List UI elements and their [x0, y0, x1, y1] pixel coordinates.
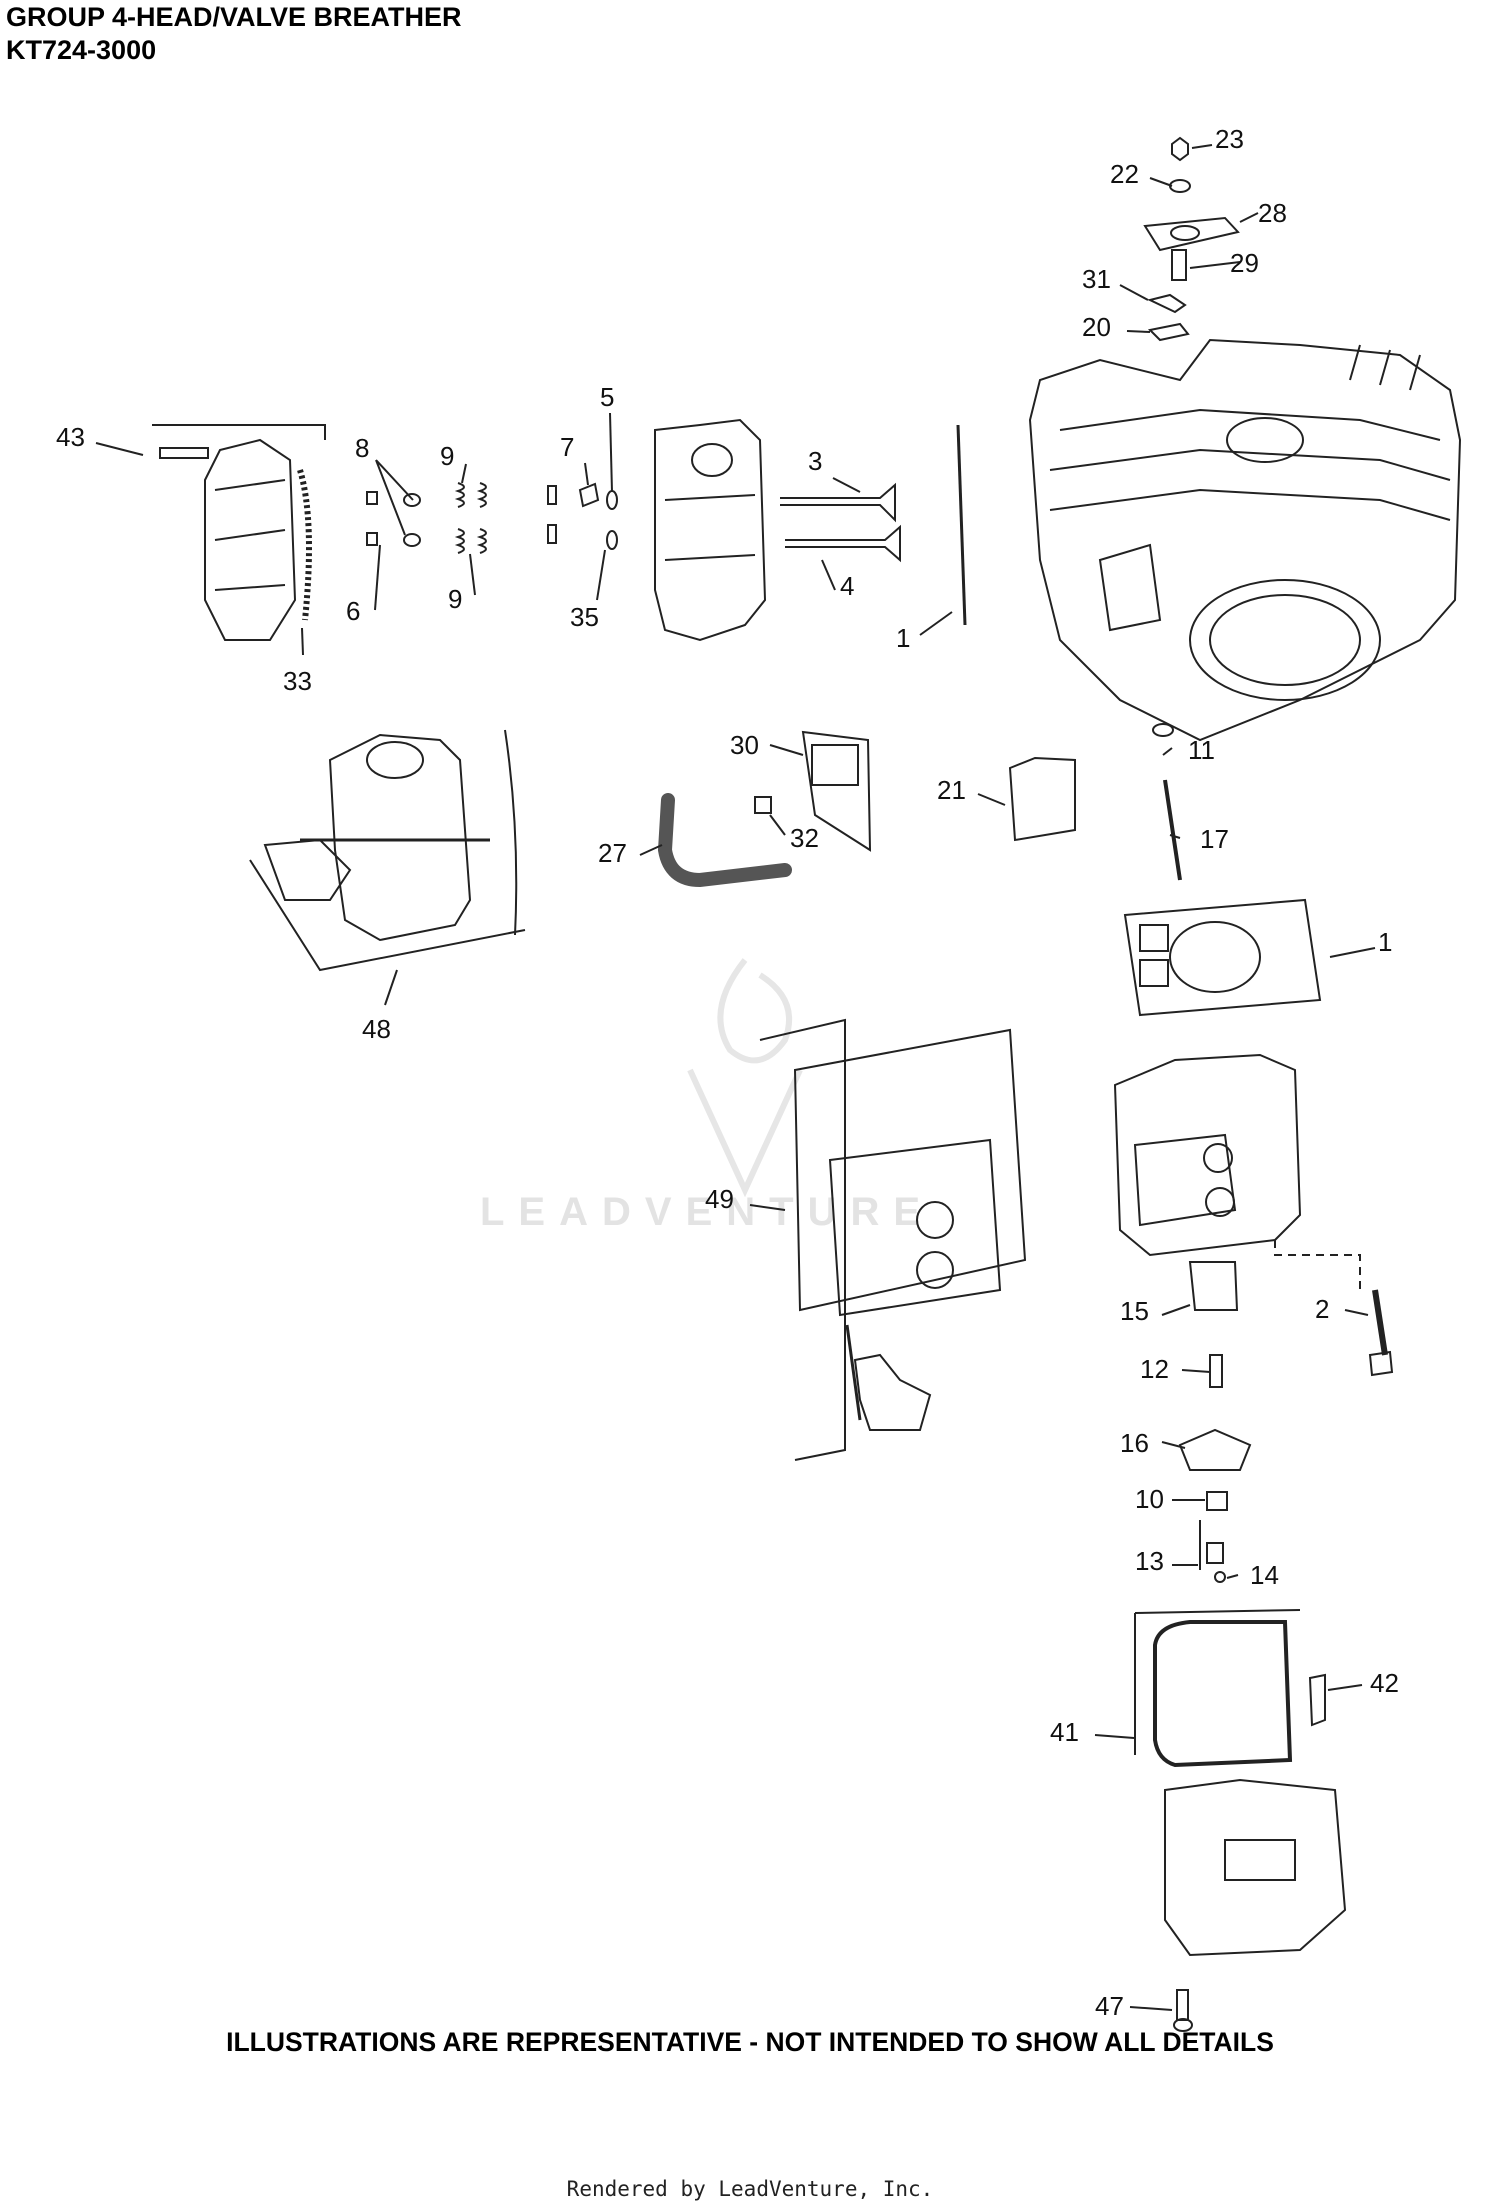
callout-7: 7	[560, 432, 574, 462]
callout-23: 23	[1215, 124, 1244, 154]
valve-cover-left	[152, 424, 326, 641]
callout-3: 3	[808, 446, 822, 476]
callout-47: 47	[1095, 1991, 1124, 2021]
watermark-logo	[687, 958, 803, 1198]
callout-labels: 23 22 28 29 31 20 43 8 9 7 5 3 6 9 35 4 …	[56, 124, 1399, 2021]
diagram-title: GROUP 4-HEAD/VALVE BREATHER	[6, 2, 462, 32]
callout-30: 30	[730, 730, 759, 760]
callout-14: 14	[1250, 1560, 1279, 1590]
callout-33: 33	[283, 666, 312, 696]
breather-hardware	[1143, 136, 1240, 342]
callout-6: 6	[346, 596, 360, 626]
callout-15: 15	[1120, 1296, 1149, 1326]
leader-lines	[95, 144, 1376, 2011]
callout-31: 31	[1082, 264, 1111, 294]
callout-35: 35	[570, 602, 599, 632]
valve-cover-right	[1134, 1609, 1347, 2032]
callout-20: 20	[1082, 312, 1111, 342]
callout-27: 27	[598, 838, 627, 868]
engine-block	[1028, 338, 1462, 742]
valve-parts	[366, 482, 901, 563]
callout-12: 12	[1140, 1354, 1169, 1384]
callout-16: 16	[1120, 1428, 1149, 1458]
callout-10: 10	[1135, 1484, 1164, 1514]
callout-4: 4	[840, 571, 854, 601]
callout-49: 49	[705, 1184, 734, 1214]
cylinder-head-upper	[654, 418, 967, 642]
callout-9-upper: 9	[440, 441, 454, 471]
callout-8: 8	[355, 433, 369, 463]
head-assembly-49	[759, 1018, 1027, 1461]
model-number: KT724-3000	[6, 35, 157, 65]
callout-32: 32	[790, 823, 819, 853]
watermark-text: LEADVENTURE	[480, 1190, 935, 1234]
callout-1-lower: 1	[1378, 927, 1392, 957]
pushrod-and-gasket	[1123, 723, 1322, 1017]
breather-hose-and-plate	[657, 730, 1076, 888]
callout-11: 11	[1188, 735, 1215, 765]
callout-21: 21	[937, 775, 966, 805]
callout-28: 28	[1258, 198, 1287, 228]
callout-9-lower: 9	[448, 584, 462, 614]
callout-29: 29	[1230, 248, 1259, 278]
callout-48: 48	[362, 1014, 391, 1044]
rocker-parts	[1178, 1261, 1394, 1583]
head-assembly-48	[249, 729, 526, 972]
callout-43: 43	[56, 422, 85, 452]
callout-2: 2	[1315, 1294, 1329, 1324]
callout-17: 17	[1200, 824, 1229, 854]
rendered-by-credit: Rendered by LeadVenture, Inc.	[566, 2177, 934, 2201]
disclaimer-note: ILLUSTRATIONS ARE REPRESENTATIVE - NOT I…	[226, 2027, 1274, 2057]
cylinder-head-right	[1113, 1053, 1361, 1290]
callout-42: 42	[1370, 1668, 1399, 1698]
callout-13: 13	[1135, 1546, 1164, 1576]
callout-41: 41	[1050, 1717, 1079, 1747]
callout-1-upper: 1	[896, 623, 910, 653]
callout-22: 22	[1110, 159, 1139, 189]
callout-5: 5	[600, 382, 614, 412]
